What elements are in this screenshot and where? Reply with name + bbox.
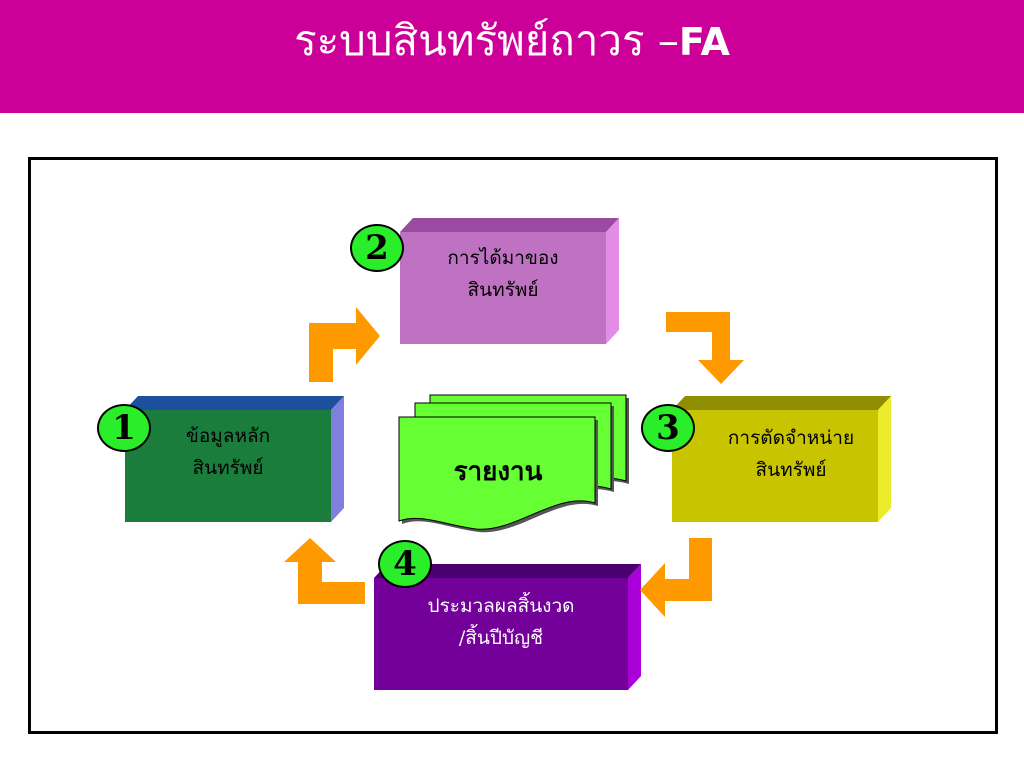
step-4-box	[374, 564, 641, 690]
step-3-box	[672, 396, 891, 522]
step-4-line2: /สิ้นปีบัญชี	[458, 627, 544, 649]
step-1-line1: ข้อมูลหลัก	[185, 425, 271, 447]
arrow-4-to-1	[284, 538, 365, 604]
step-4-label: ประมวลผลสิ้นงวด /สิ้นปีบัญชี	[374, 590, 628, 654]
arrow-2-to-3	[666, 312, 744, 384]
header-bar: ระบบสินทรัพย์ถาวร –FA	[0, 0, 1024, 113]
report-label: รายงาน	[453, 457, 543, 487]
step-2-line1: การได้มาของ	[447, 247, 559, 269]
step-2-line2: สินทรัพย์	[467, 279, 539, 301]
step-3-label: การตัดจำหน่าย สินทรัพย์	[688, 422, 894, 486]
title-suffix: FA	[678, 20, 730, 64]
step-2-box	[400, 218, 619, 344]
step-4-line1: ประมวลผลสิ้นงวด	[427, 595, 575, 617]
step-1-number-badge: 1	[97, 404, 151, 452]
step-3-line2: สินทรัพย์	[755, 459, 827, 481]
step-2-label: การได้มาของ สินทรัพย์	[400, 242, 606, 306]
step-3-number-badge: 3	[641, 404, 695, 452]
step-1-box	[125, 396, 344, 522]
arrow-3-to-4	[640, 538, 712, 617]
step-1-line2: สินทรัพย์	[192, 457, 264, 479]
step-3-line1: การตัดจำหน่าย	[727, 427, 855, 449]
page-title: ระบบสินทรัพย์ถาวร –FA	[0, 10, 1024, 73]
step-4-number-badge: 4	[378, 540, 432, 588]
title-main: ระบบสินทรัพย์ถาวร –	[294, 16, 679, 65]
arrow-1-to-2	[309, 307, 380, 382]
step-2-number-badge: 2	[350, 224, 404, 272]
step-1-label: ข้อมูลหลัก สินทรัพย์	[125, 420, 331, 484]
report-document-stack	[398, 394, 629, 533]
